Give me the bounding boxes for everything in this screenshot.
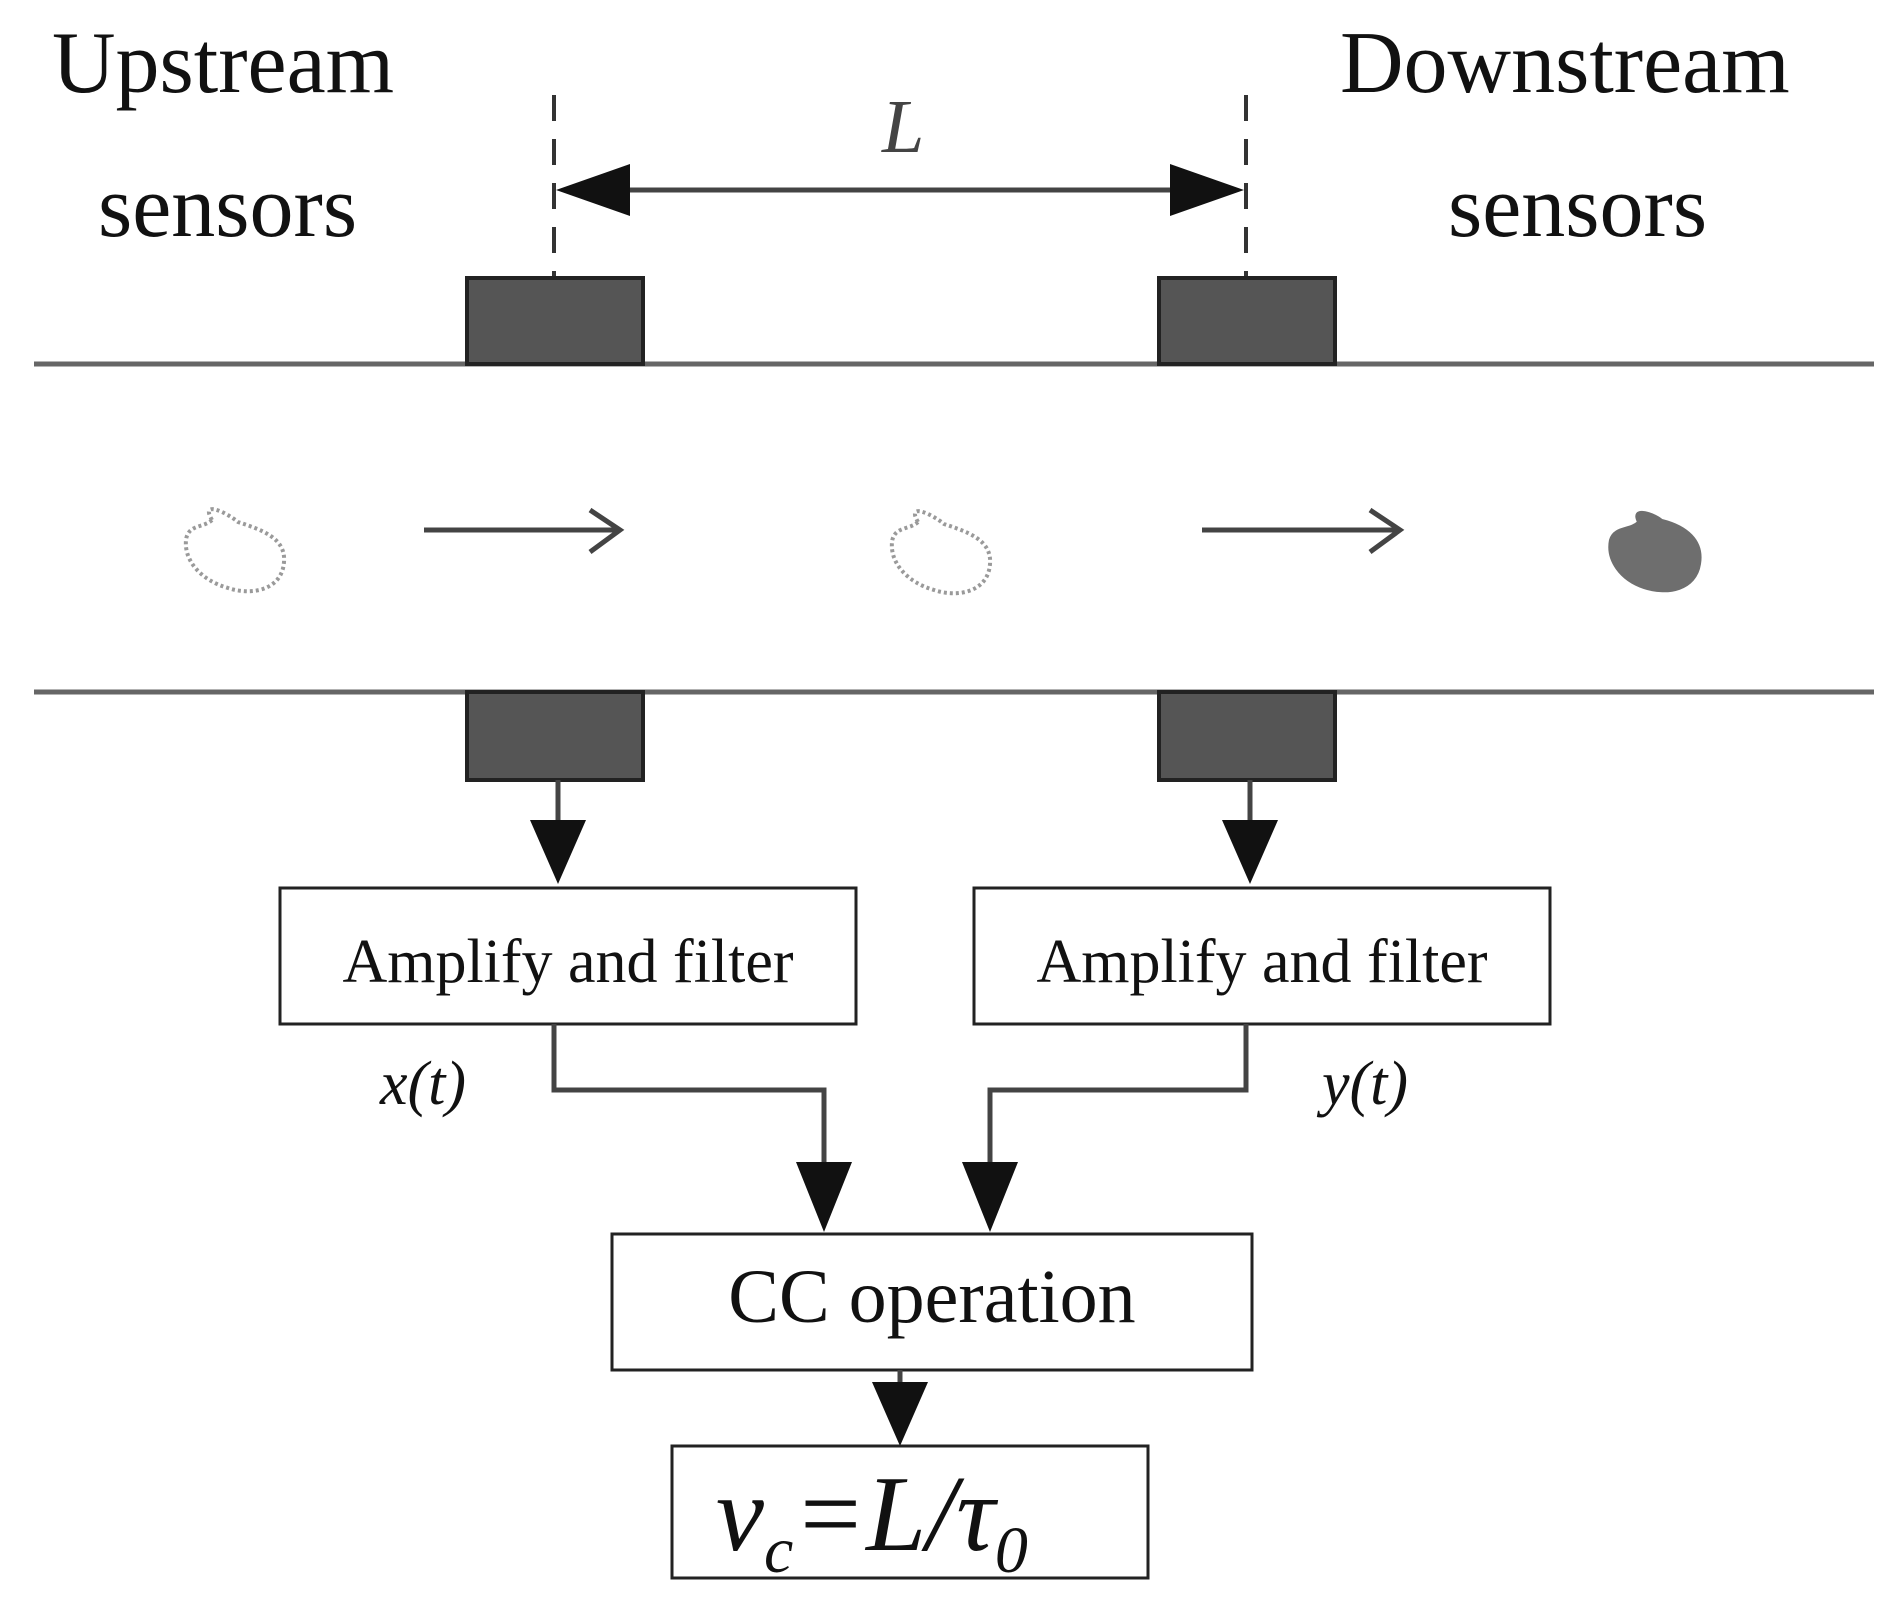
signal-y-label: y(t) <box>1316 1050 1408 1118</box>
result-arrow <box>872 1370 928 1446</box>
upstream-filter-label: Amplify and filter <box>342 928 793 996</box>
flow-arrow-1 <box>424 507 625 555</box>
velocity-formula-box: vc=L/τ0 <box>670 1444 1150 1587</box>
downstream-filter-box: Amplify and filter <box>972 886 1552 1026</box>
particle-filled <box>1608 511 1702 593</box>
cc-operation-label: CC operation <box>728 1255 1135 1339</box>
flow-arrow-2 <box>1202 507 1405 555</box>
velocity-formula: vc=L/τ0 <box>716 1455 1028 1587</box>
upstream-filter-box: Amplify and filter <box>278 886 858 1026</box>
spacing-dimension-arrow <box>556 164 1244 216</box>
upstream-label-line1: Upstream <box>52 15 394 112</box>
downstream-bottom-sensor <box>1157 690 1337 782</box>
downstream-top-sensor <box>1157 276 1337 366</box>
cc-operation-box: CC operation <box>610 1232 1254 1372</box>
downstream-filter-label: Amplify and filter <box>1036 928 1487 996</box>
upstream-signal-arrow <box>530 780 586 884</box>
particle-outline-2 <box>889 509 993 596</box>
downstream-signal-arrow <box>1222 780 1278 884</box>
upstream-bottom-sensor <box>465 690 645 782</box>
signal-x-route <box>551 1024 852 1232</box>
spacing-label: L <box>881 85 924 169</box>
signal-x-label: x(t) <box>379 1050 466 1118</box>
particle-outline-1 <box>183 507 287 594</box>
upstream-top-sensor <box>465 276 645 366</box>
downstream-label-line1: Downstream <box>1340 15 1790 112</box>
downstream-label-line2: sensors <box>1448 159 1707 256</box>
signal-y-route <box>962 1024 1249 1232</box>
upstream-label-line2: sensors <box>98 159 357 256</box>
